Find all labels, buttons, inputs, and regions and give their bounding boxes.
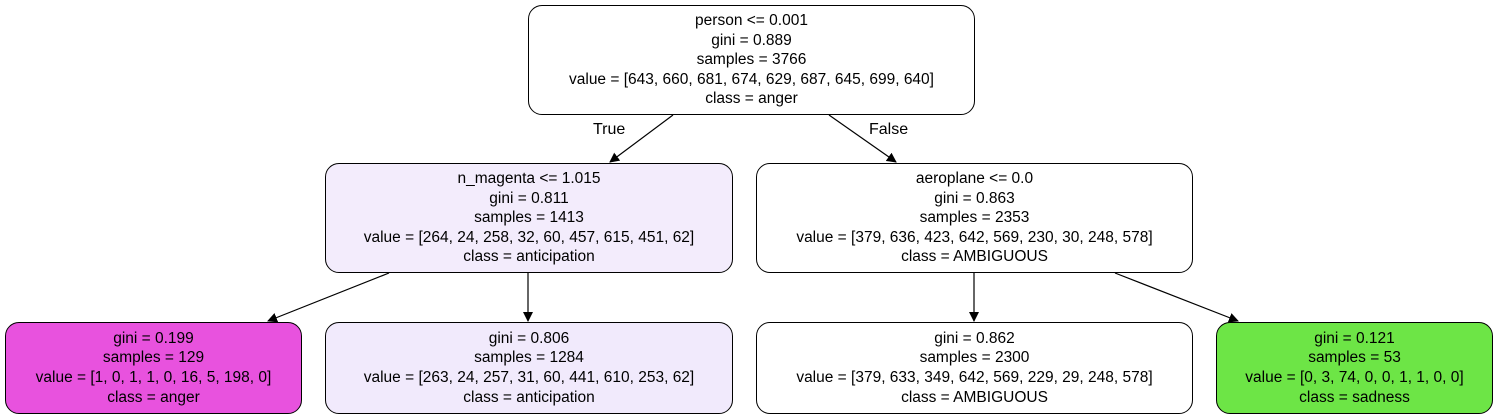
node-text-line: value = [643, 660, 681, 674, 629, 687, 6… <box>569 70 934 88</box>
tree-node-left-left: gini = 0.199 samples = 129 value = [1, 0, … <box>5 322 302 414</box>
node-text-line: gini = 0.199 <box>113 329 194 347</box>
edge-root-to-left <box>609 114 674 163</box>
node-text-line: value = [379, 636, 423, 642, 569, 230, 3… <box>796 228 1153 246</box>
node-text-line: value = [0, 3, 74, 0, 0, 1, 1, 0, 0] <box>1245 369 1464 386</box>
node-text-line: class = AMBIGUOUS <box>901 248 1048 266</box>
node-text-line: n_magenta <= 1.015 <box>457 170 601 188</box>
node-text-line: aeroplane <= 0.0 <box>915 170 1034 188</box>
node-text-line: samples = 2353 <box>919 209 1030 227</box>
node-text-line: class = AMBIGUOUS <box>901 388 1048 406</box>
node-text-line: value = [263, 24, 257, 31, 60, 441, 610,… <box>363 369 695 386</box>
node-text-line: class = anticipation <box>463 248 595 266</box>
node-text-line: gini = 0.889 <box>711 31 792 49</box>
node-text-line: samples = 1284 <box>474 349 584 367</box>
node-text-line: samples = 2300 <box>919 349 1030 367</box>
node-text-line: person <= 0.001 <box>695 12 808 30</box>
node-text-line: gini = 0.806 <box>488 329 570 347</box>
edge-right-to-right-right <box>1114 272 1239 323</box>
node-text-line: class = anticipation <box>463 388 595 406</box>
node-text-line: value = [1, 0, 1, 1, 0, 16, 5, 198, 0] <box>35 369 272 386</box>
node-text-line: gini = 0.863 <box>934 189 1015 207</box>
node-text-line: samples = 1413 <box>474 209 584 227</box>
tree-node-right-left: gini = 0.862 samples = 2300 value = [379, … <box>756 322 1193 414</box>
node-text-line: value = [379, 633, 349, 642, 569, 229, 2… <box>796 369 1153 386</box>
node-text-line: class = sadness <box>1299 388 1410 406</box>
node-text-line: samples = 3766 <box>696 51 807 69</box>
tree-node-left-right: gini = 0.806 samples = 1284 value = [263, … <box>325 322 733 414</box>
node-text-line: samples = 53 <box>1308 349 1401 367</box>
tree-node-right-right: gini = 0.121 samples = 53 value = [0, 3, 7… <box>1216 322 1493 414</box>
node-text-line: class = anger <box>107 388 200 406</box>
edge-left-to-left-left <box>267 272 390 323</box>
node-text-line: samples = 129 <box>102 349 205 367</box>
node-text-line: gini = 0.811 <box>489 189 569 207</box>
node-text-line: class = anger <box>705 90 798 108</box>
edge-label-false: False <box>869 121 909 138</box>
node-text-line: value = [264, 24, 258, 32, 60, 457, 615,… <box>363 228 695 246</box>
node-text-line: gini = 0.121 <box>1314 329 1395 347</box>
node-text-line: gini = 0.862 <box>934 329 1015 347</box>
edge-root-to-right <box>828 114 897 163</box>
edge-label-true: True <box>593 121 626 138</box>
